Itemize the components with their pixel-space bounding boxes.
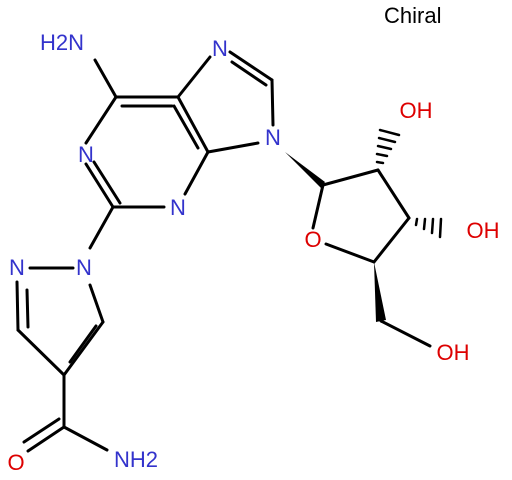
- wedge-n9-c1prime: [285, 152, 325, 188]
- bond-c4-c5: [176, 95, 210, 154]
- label-n-purine-9: N: [265, 125, 281, 150]
- bond-amine-c6: [93, 58, 118, 99]
- label-n-pyrazole-1: N: [76, 255, 92, 280]
- label-amide-nh2: NH2: [114, 447, 158, 472]
- label-n-purine-3: N: [170, 195, 186, 220]
- bond-npz2-c3-double: [25, 288, 30, 329]
- bond-c5-n7: [176, 55, 212, 99]
- bond-n7-c8: [228, 50, 274, 82]
- bond-camide-o-double: [22, 417, 61, 444]
- bond-c4pz-c5pz-double: [68, 324, 98, 364]
- atom-labels: H2N N N N N N N O OH OH OH O NH2: [7, 30, 499, 475]
- bond-c4prime-oring: [324, 242, 376, 264]
- bond-c3-c4pz: [16, 328, 66, 377]
- bond-c2prime-c3prime: [376, 168, 411, 220]
- label-oh-3: OH: [467, 218, 500, 243]
- bond-c5prime-oh: [379, 319, 432, 348]
- bond-c1prime-c2prime: [321, 168, 380, 187]
- bond-oring-c1prime: [311, 183, 325, 230]
- bond-c6-n1: [84, 95, 118, 145]
- bond-camide-o: [26, 425, 66, 453]
- label-oh-2: OH: [400, 98, 433, 123]
- bond-c4-c5-inner: [172, 104, 200, 150]
- bond-c2-npz1: [88, 205, 115, 250]
- bond-n1-c2: [84, 162, 115, 209]
- wedge-c4prime-c5prime: [374, 262, 386, 322]
- label-o-carbonyl: O: [7, 450, 24, 475]
- bond-npz2-c3: [15, 280, 20, 332]
- label-n-purine-1: N: [78, 142, 94, 167]
- bond-n9-c4: [206, 141, 260, 154]
- bond-n1-c2-double: [92, 160, 122, 205]
- hash-c3prime-oh: [414, 217, 443, 239]
- bonds: [15, 50, 443, 453]
- label-oh-5: OH: [437, 340, 470, 365]
- bond-c5pz-npz1: [88, 283, 105, 324]
- bond-n3-c4: [183, 150, 210, 196]
- hash-c2prime-oh: [375, 128, 401, 165]
- label-amine-top: H2N: [40, 30, 84, 55]
- chiral-label: Chiral: [384, 3, 441, 28]
- label-o-ring: O: [304, 227, 321, 252]
- bond-c4pz-c5pz: [62, 320, 105, 377]
- bond-camide-n: [62, 425, 109, 452]
- label-n-pyrazole-2: N: [9, 255, 25, 280]
- bond-c8-n9: [270, 78, 275, 127]
- bond-c3prime-c4prime: [372, 216, 411, 264]
- bond-n7-c8-double: [230, 60, 268, 87]
- label-n-purine-7: N: [212, 36, 228, 61]
